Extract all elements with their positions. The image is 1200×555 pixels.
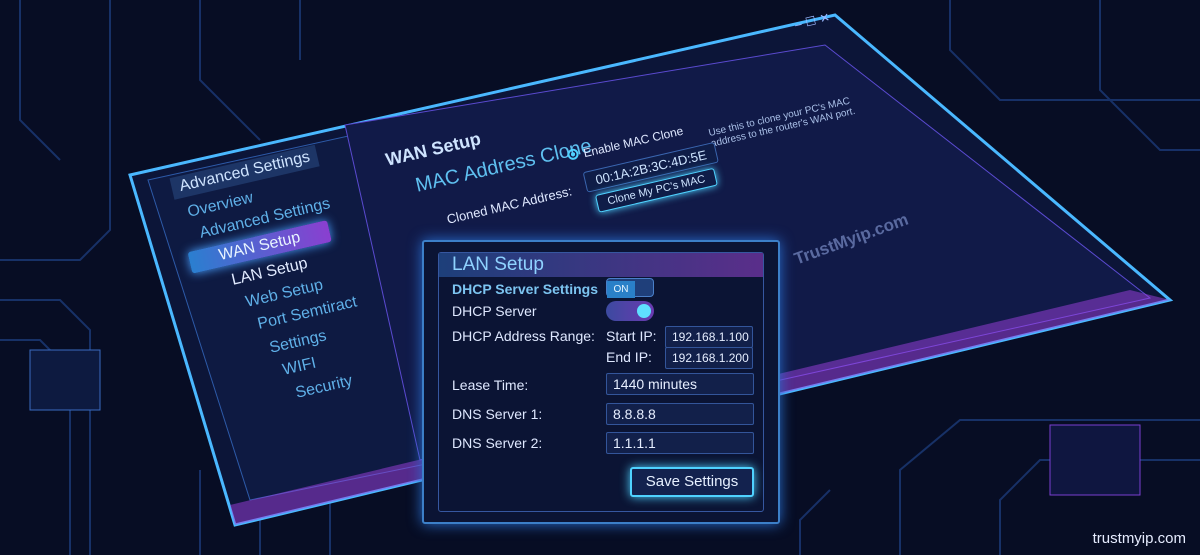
dhcp-server-label: DHCP Server: [452, 303, 537, 319]
dns1-label: DNS Server 1:: [452, 406, 543, 422]
start-ip-input[interactable]: 192.168.1.100: [665, 326, 753, 348]
dhcp-server-toggle[interactable]: [606, 301, 654, 321]
dns1-input[interactable]: 8.8.8.8: [606, 403, 754, 425]
dns2-input[interactable]: 1.1.1.1: [606, 432, 754, 454]
range-label: DHCP Address Range:: [452, 328, 595, 344]
toggle-on-label: ON: [607, 281, 635, 298]
lease-input[interactable]: 1440 minutes: [606, 373, 754, 395]
lan-setup-dialog: LAN Setup DHCP Server Settings ON DHCP S…: [422, 240, 780, 524]
footer-watermark: trustmyip.com: [1092, 530, 1186, 547]
lease-label: Lease Time:: [452, 377, 529, 393]
lan-title: LAN Setup: [439, 253, 763, 277]
chip-icon: [1049, 424, 1141, 496]
radio-icon[interactable]: [566, 147, 580, 161]
dhcp-settings-label: DHCP Server Settings: [452, 281, 599, 297]
lan-setup-panel: LAN Setup DHCP Server Settings ON DHCP S…: [438, 252, 764, 512]
dns2-label: DNS Server 2:: [452, 435, 543, 451]
save-settings-button[interactable]: Save Settings: [630, 467, 754, 497]
end-ip-input[interactable]: 192.168.1.200: [665, 347, 753, 369]
start-ip-label: Start IP:: [606, 328, 657, 344]
chip-icon: [29, 349, 101, 411]
end-ip-label: End IP:: [606, 349, 652, 365]
dhcp-settings-toggle[interactable]: ON: [606, 278, 654, 298]
